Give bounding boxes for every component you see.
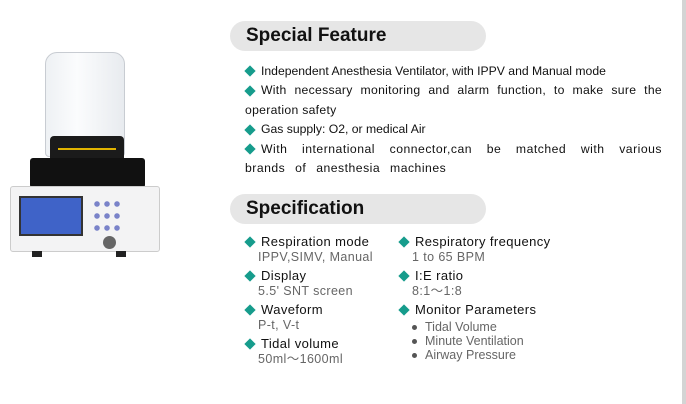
diamond-bullet-icon	[244, 236, 256, 248]
spec-label: Monitor Parameters	[415, 302, 537, 317]
sub-item: Minute Ventilation	[412, 334, 551, 348]
sub-item: Airway Pressure	[412, 348, 551, 362]
feature-item: With international connector,can be matc…	[244, 140, 662, 179]
spec-label: Tidal volume	[261, 336, 340, 351]
diamond-bullet-icon	[244, 304, 256, 316]
spec-value: IPPV,SIMV, Manual	[258, 250, 373, 264]
ventilator-product-image	[0, 30, 180, 270]
black-base	[30, 158, 145, 188]
specification-header: Specification	[230, 194, 486, 224]
spec-label: Display	[261, 268, 307, 283]
special-feature-title: Special Feature	[246, 25, 387, 46]
spec-value: 8:1～1:8	[412, 284, 463, 298]
sub-item-text: Tidal Volume	[425, 320, 497, 334]
dot-bullet-icon	[412, 339, 417, 345]
foot-left	[32, 251, 42, 257]
diamond-bullet-icon	[398, 304, 410, 316]
feature-item: Independent Anesthesia Ventilator, with …	[244, 62, 662, 81]
feature-item: With necessary monitoring and alarm func…	[244, 81, 662, 120]
feature-list: Independent Anesthesia Ventilator, with …	[244, 62, 662, 179]
diamond-bullet-icon	[244, 143, 256, 155]
spec-value: 5.5' SNT screen	[258, 284, 354, 298]
sub-item-text: Airway Pressure	[425, 348, 516, 362]
diamond-bullet-icon	[244, 85, 256, 97]
foot-right	[116, 251, 126, 257]
spec-label: Respiratory frequency	[415, 234, 551, 249]
diamond-bullet-icon	[398, 236, 410, 248]
dot-bullet-icon	[412, 325, 417, 331]
diamond-bullet-icon	[244, 270, 256, 282]
spec-value: 1 to 65 BPM	[412, 250, 486, 264]
spec-value: P-t, V-t	[258, 318, 300, 332]
spec-item: Monitor Parameters Tidal Volume Minute V…	[398, 302, 551, 362]
feature-item: Gas supply: O2, or medical Air	[244, 120, 662, 139]
scrollbar-edge[interactable]	[682, 0, 686, 404]
spec-label: I:E ratio	[415, 268, 464, 283]
spec-value: 50ml～1600ml	[258, 352, 343, 366]
lcd-screen	[19, 196, 83, 236]
feature-text: Gas supply: O2, or medical Air	[261, 122, 426, 137]
dot-bullet-icon	[412, 353, 417, 359]
diamond-bullet-icon	[244, 338, 256, 350]
diamond-bullet-icon	[244, 65, 256, 77]
feature-text: Independent Anesthesia Ventilator, with …	[261, 64, 606, 78]
sub-item-text: Minute Ventilation	[425, 334, 524, 348]
feature-text: With international connector,can be matc…	[245, 141, 662, 176]
diamond-bullet-icon	[244, 123, 256, 136]
spec-label: Waveform	[261, 302, 323, 317]
spec-label: Respiration mode	[261, 234, 370, 249]
buttons-panel	[92, 198, 122, 234]
diamond-bullet-icon	[398, 270, 410, 282]
sub-item: Tidal Volume	[412, 320, 551, 334]
control-knob	[103, 236, 116, 249]
special-feature-header: Special Feature	[230, 21, 486, 51]
feature-text: With necessary monitoring and alarm func…	[245, 83, 662, 117]
bellows-label	[58, 144, 116, 150]
specification-title: Specification	[246, 198, 365, 219]
